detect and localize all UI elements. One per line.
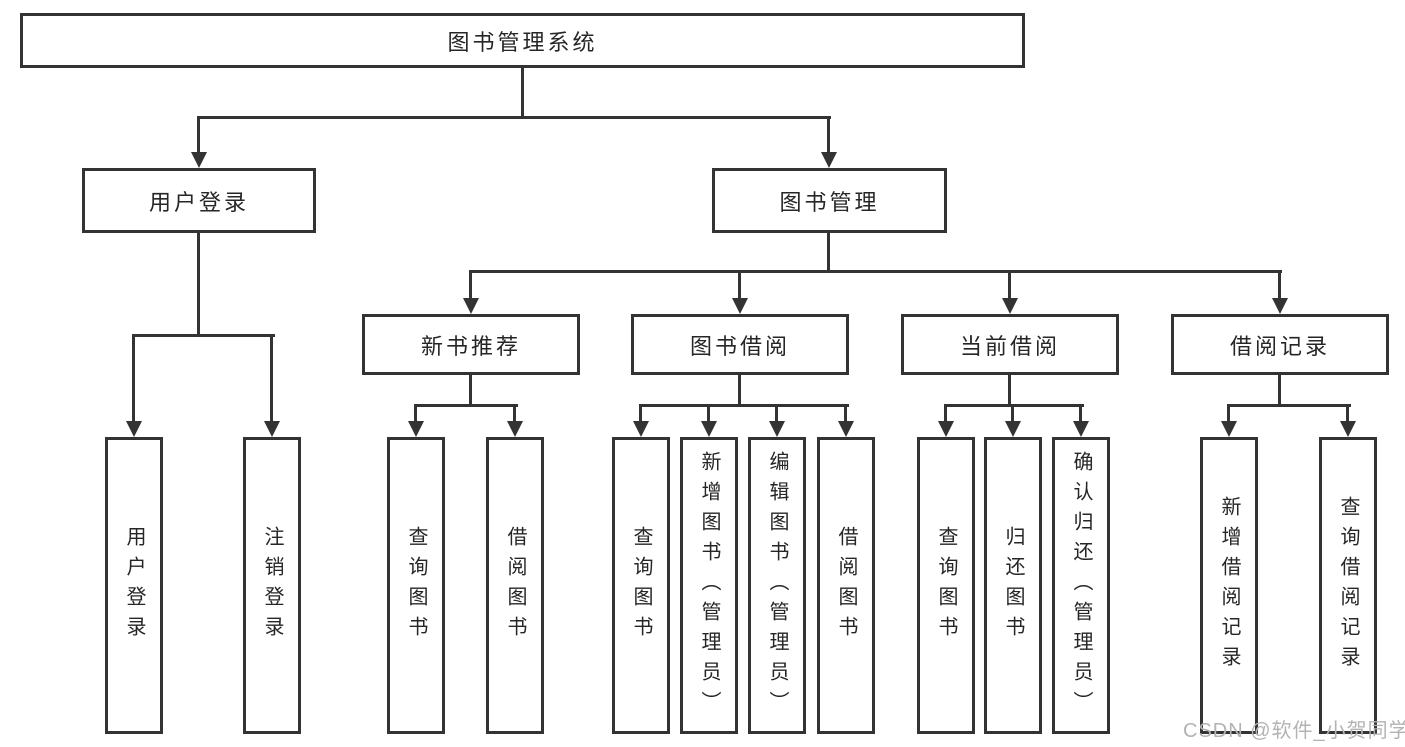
line [944,404,1084,407]
line [469,270,1282,273]
line [944,406,947,423]
line [513,406,516,423]
arrowhead-down-icon [701,421,717,437]
line [1079,406,1082,423]
node-borrowing-records: 借阅记录 [1171,314,1389,375]
leaf-query-borrow-record: 查询借阅记录 [1319,437,1377,734]
node-label: 用户登录 [148,189,249,215]
line [414,406,417,423]
line [132,334,275,337]
node-new-book-recommendation: 新书推荐 [362,314,580,375]
line [521,68,524,118]
line [1011,406,1014,423]
leaf-add-borrow-record: 新增借阅记录 [1200,437,1258,734]
arrowhead-down-icon [408,421,424,437]
node-label: 确认归还（管理员） [1070,450,1092,721]
arrowhead-down-icon [1221,421,1237,437]
leaf-query-books-current: 查询图书 [917,437,975,734]
line [827,118,830,156]
line [197,233,200,337]
line [197,118,200,156]
line [775,406,778,423]
leaf-confirm-return-admin: 确认归还（管理员） [1052,437,1110,734]
node-label: 新增图书（管理员） [698,450,720,721]
node-label: 图书管理系统 [447,29,598,55]
leaf-borrow-books-recommend: 借阅图书 [486,437,544,734]
line [270,336,273,423]
node-label: 注销登录 [261,525,283,646]
line [1008,375,1011,407]
node-book-borrowing: 图书借阅 [631,314,849,375]
leaf-add-books-admin: 新增图书（管理员） [680,437,738,734]
line [132,336,135,423]
line [197,116,831,119]
node-library-system: 图书管理系统 [20,13,1025,68]
line [844,406,847,423]
node-label: 用户登录 [123,525,145,646]
node-label: 图书管理 [779,189,880,215]
arrowhead-down-icon [838,421,854,437]
arrowhead-down-icon [1340,421,1356,437]
line [707,406,710,423]
node-label: 查询图书 [405,525,427,646]
line [1278,375,1281,407]
node-label: 新书推荐 [420,333,521,359]
leaf-user-login: 用户登录 [105,437,163,734]
arrowhead-down-icon [732,298,748,314]
arrowhead-down-icon [1073,421,1089,437]
leaf-edit-books-admin: 编辑图书（管理员） [748,437,806,734]
arrowhead-down-icon [1005,421,1021,437]
line [827,233,830,272]
arrowhead-down-icon [507,421,523,437]
line [469,272,472,302]
arrowhead-down-icon [191,152,207,168]
arrowhead-down-icon [126,421,142,437]
arrowhead-down-icon [1002,298,1018,314]
node-book-management: 图书管理 [712,168,947,233]
line [414,404,518,407]
node-label: 查询图书 [935,525,957,646]
arrowhead-down-icon [463,298,479,314]
arrowhead-down-icon [821,152,837,168]
node-label: 编辑图书（管理员） [766,450,788,721]
line [738,375,741,407]
arrowhead-down-icon [1272,298,1288,314]
leaf-return-books: 归还图书 [984,437,1042,734]
node-label: 借阅记录 [1229,333,1330,359]
node-label: 借阅图书 [504,525,526,646]
leaf-query-books-borrowing: 查询图书 [612,437,670,734]
arrowhead-down-icon [769,421,785,437]
watermark: CSDN @软件_小贺同学 [1183,720,1405,742]
line [1227,404,1351,407]
line [1008,272,1011,302]
node-label: 归还图书 [1002,525,1024,646]
line [639,404,849,407]
node-label: 新增借阅记录 [1218,495,1240,676]
line [639,406,642,423]
node-current-borrowing: 当前借阅 [901,314,1119,375]
node-label: 查询借阅记录 [1337,495,1359,676]
node-label: 借阅图书 [835,525,857,646]
node-label: 当前借阅 [959,333,1060,359]
leaf-borrow-books-borrowing: 借阅图书 [817,437,875,734]
leaf-query-books-recommend: 查询图书 [387,437,445,734]
line [1227,406,1230,423]
arrowhead-down-icon [264,421,280,437]
node-user-login: 用户登录 [82,168,316,233]
leaf-logout: 注销登录 [243,437,301,734]
line [1346,406,1349,423]
node-label: 图书借阅 [689,333,790,359]
line [1278,272,1281,302]
line [738,272,741,302]
arrowhead-down-icon [633,421,649,437]
node-label: 查询图书 [630,525,652,646]
line [469,375,472,407]
arrowhead-down-icon [938,421,954,437]
